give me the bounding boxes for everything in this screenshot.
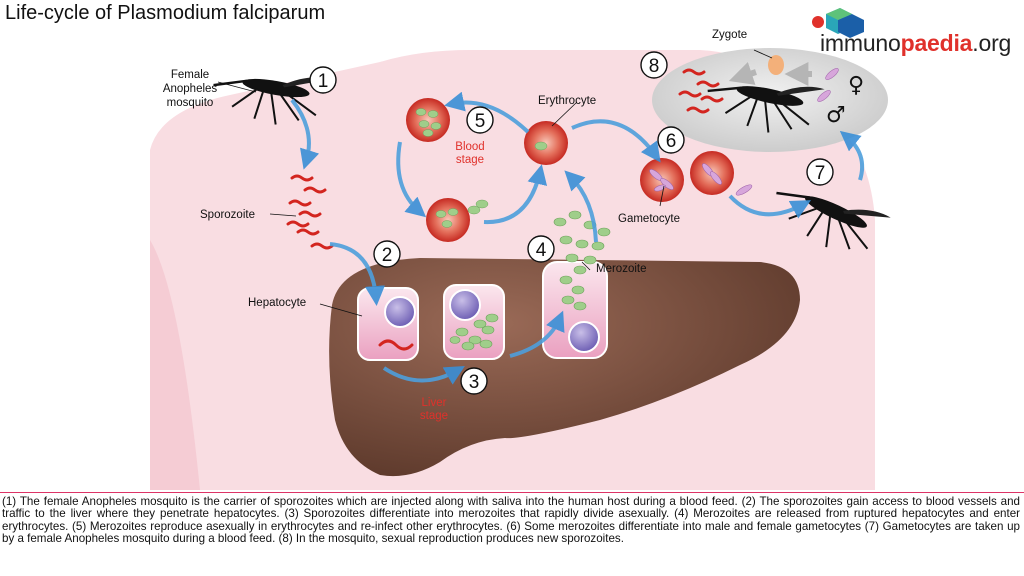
svg-text:3: 3	[469, 372, 480, 393]
page-title: Life-cycle of Plasmodium falciparum	[5, 2, 326, 24]
caption-divider	[0, 492, 1024, 493]
caption: (1) The female Anopheles mosquito is the…	[2, 495, 1020, 545]
zygote	[768, 55, 784, 75]
step-5: 5	[466, 106, 494, 134]
hepatocyte-1	[357, 287, 419, 361]
hepatocyte-3	[542, 261, 608, 359]
gametocyte-cells	[640, 151, 753, 202]
erythrocyte-infected-left	[406, 98, 450, 142]
step-3: 3	[460, 367, 488, 395]
label-erythrocyte: Erythrocyte	[538, 95, 596, 107]
female-symbol: ♀	[848, 73, 864, 98]
gray-arrows	[728, 62, 812, 86]
immunopaedia-logo-mark	[812, 8, 864, 38]
svg-text:6: 6	[666, 131, 677, 152]
label-female-mosquito-2: Anopheles	[163, 83, 218, 95]
label-sporozoite: Sporozoite	[200, 209, 255, 221]
label-blood-stage-2: stage	[456, 154, 484, 166]
label-hepatocyte: Hepatocyte	[248, 297, 306, 309]
label-liver-stage-2: stage	[420, 410, 448, 422]
step-8: 8	[640, 51, 668, 79]
life-cycle-diagram: 1 2 3 4 5 6 7 8 Female Anopheles mosquit…	[150, 8, 893, 490]
erythrocyte-infected-bottom	[426, 198, 489, 242]
label-zygote: Zygote	[712, 29, 747, 41]
svg-text:4: 4	[536, 240, 547, 261]
svg-text:5: 5	[475, 111, 486, 132]
step-7: 7	[806, 158, 834, 186]
hepatocyte-2	[443, 284, 505, 360]
step-6: 6	[657, 126, 685, 154]
label-blood-stage-1: Blood	[455, 141, 484, 153]
logo-part-paedia: paedia	[900, 30, 973, 56]
body-shadow	[150, 240, 200, 490]
label-female-mosquito-3: mosquito	[167, 97, 214, 109]
label-liver-stage-1: Liver	[422, 397, 447, 409]
step-2: 2	[373, 240, 401, 268]
svg-text:1: 1	[318, 71, 329, 92]
logo-part-org: .org	[972, 30, 1012, 56]
male-symbol: ♂	[826, 103, 846, 128]
cycle-arrows	[290, 91, 865, 385]
label-gametocyte: Gametocyte	[618, 213, 680, 225]
label-female-mosquito-1: Female	[171, 69, 209, 81]
step-4: 4	[527, 235, 555, 263]
step-markers: 1 2 3 4 5 6 7 8	[309, 51, 834, 395]
gametes-mosquito	[817, 68, 839, 102]
svg-text:8: 8	[649, 56, 660, 77]
erythrocyte-center	[524, 121, 568, 165]
logo-part-immuno: immuno	[820, 30, 901, 56]
label-merozoite: Merozoite	[596, 263, 647, 275]
leader-lines	[217, 49, 773, 317]
step-1: 1	[309, 66, 337, 94]
logo-text[interactable]: immunopaedia.org	[820, 30, 1011, 57]
svg-text:2: 2	[382, 245, 393, 266]
svg-text:7: 7	[815, 163, 826, 184]
